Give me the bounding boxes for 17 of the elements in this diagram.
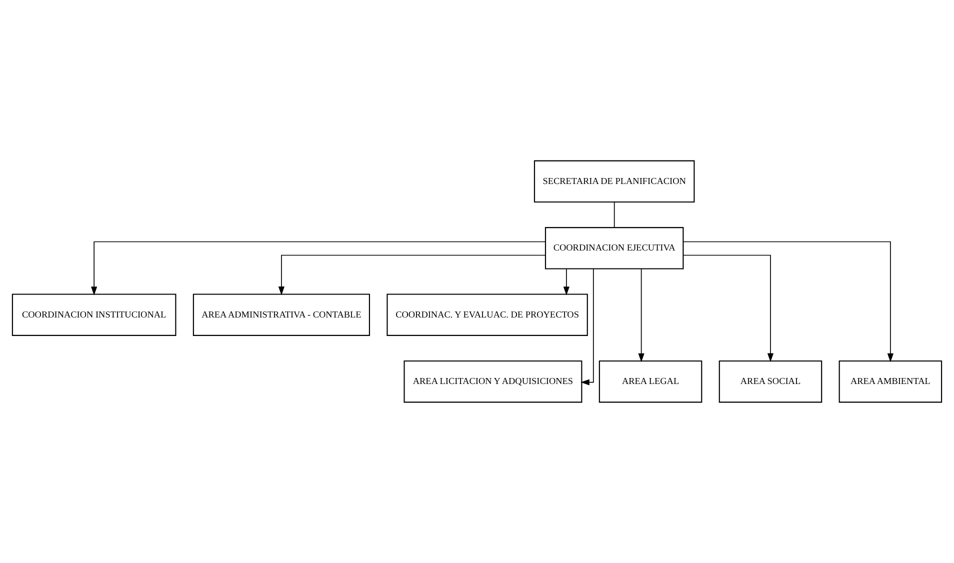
node-box: AREA SOCIAL: [718, 360, 822, 403]
arrow: [91, 241, 546, 296]
arrow: [682, 254, 774, 362]
arrow: [563, 268, 570, 296]
node-box: AREA ADMINISTRATIVA - CONTABLE: [192, 294, 370, 336]
arrow: [638, 268, 644, 362]
node-box: COORDINAC. Y EVALUAC. DE PROYECTOS: [386, 294, 588, 336]
node-box: AREA LICITACION Y ADQUISICIONES: [404, 360, 582, 403]
connector: [614, 202, 615, 228]
node-box: COORDINACION EJECUTIVA: [544, 227, 684, 270]
node-box: COORDINACION INSTITUCIONAL: [12, 294, 176, 336]
node-box: AREA LEGAL: [598, 360, 702, 403]
node-box: SECRETARIA DE PLANIFICACION: [534, 160, 695, 203]
arrow: [278, 254, 546, 296]
arrow: [580, 268, 594, 386]
node-box: AREA AMBIENTAL: [838, 360, 942, 403]
arrow: [682, 241, 894, 362]
